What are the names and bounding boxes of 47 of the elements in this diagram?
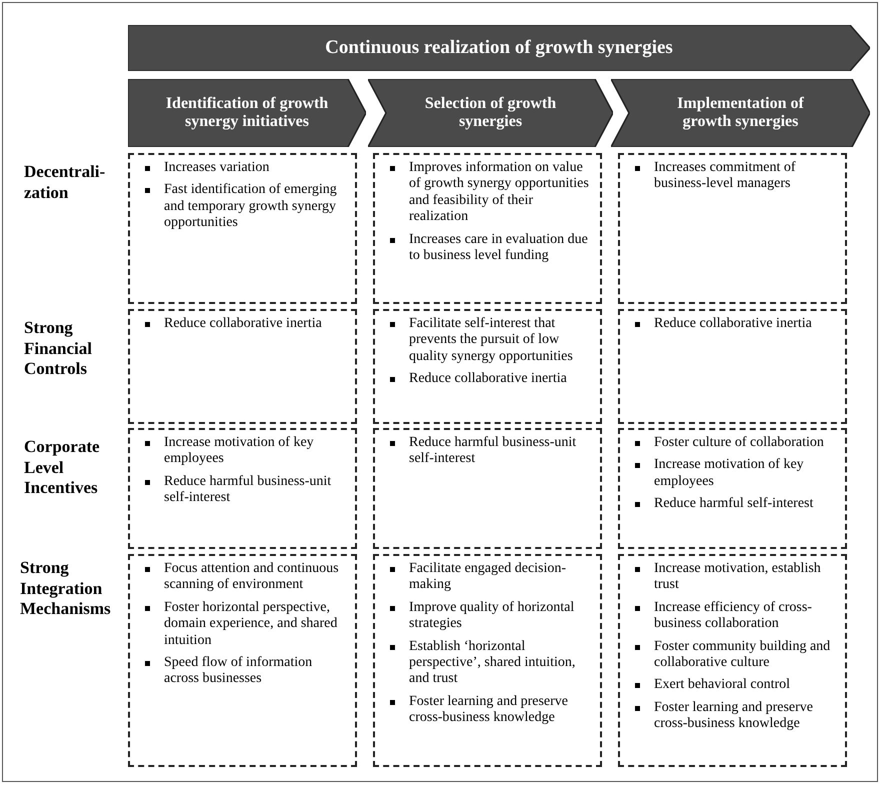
bullet-point: Increase motivation of key employees (138, 435, 349, 468)
bullet-point: Facilitate engaged decision-making (383, 561, 594, 594)
dashed-box (128, 309, 357, 424)
dashed-box (373, 153, 602, 304)
bullet-point: Exert behavioral control (628, 677, 839, 694)
bullet-point: Reduce harmful self-interest (628, 496, 839, 512)
bullet-point: Improves information on value of growth synergy opportunities and feasibility of their realization (383, 160, 594, 226)
dashed-box (618, 554, 847, 767)
dashed-box (373, 309, 602, 424)
dashed-box (128, 554, 357, 767)
bullet-point: Foster horizontal perspective, domain experience, and shared intuition (138, 600, 349, 649)
phase-title: Selection of growth synergies (424, 95, 558, 131)
dashed-box (128, 428, 357, 549)
bullet-point: Increase efficiency of cross-business collaboration (628, 600, 839, 632)
bullet-point: Increases variation (138, 160, 349, 176)
bullet-point: Fast identification of emerging and temporary growth synergy opportunities (138, 182, 349, 232)
row-heading: Strong Financial Controls (24, 318, 94, 380)
row-heading: Strong Integration Mechanisms (20, 558, 112, 620)
bullet-point: Focus attention and continuous scanning of environment (138, 561, 349, 594)
banner-title: Continuous realization of growth synergies (324, 38, 674, 58)
phase-title: Implementation of growth synergies (676, 95, 805, 131)
dashed-box (373, 554, 602, 767)
bullet-point: Establish ‘horizontal perspective’, shared intuition, and trust (383, 638, 594, 688)
bullet-point: Reduce collaborative inertia (383, 371, 594, 388)
dashed-box (373, 428, 602, 549)
dashed-box (618, 428, 847, 549)
bullet-point: Increase motivation, establish trust (628, 561, 839, 594)
bullet-point: Increase motivation of key employees (628, 457, 839, 490)
phase-title: Identification of growth synergy initiatives (164, 95, 330, 131)
bullet-point: Improve quality of horizontal strategies (383, 600, 594, 632)
bullet-point: Foster culture of collaboration (628, 435, 839, 452)
row-heading: Corporate Level Incentives (24, 437, 101, 500)
bullet-point: Reduce harmful business-unit self-interest (383, 435, 594, 468)
bullet-point: Increases care in evaluation due to business level funding (383, 232, 594, 264)
row-heading: Decentrali-zation (24, 162, 106, 204)
bullet-point: Facilitate self-interest that prevents the pursuit of low quality synergy opportunities (383, 316, 594, 366)
bullet-point: Foster learning and preserve cross-business knowledge (628, 700, 839, 732)
bullet-point: Reduce harmful business-unit self-interest (138, 474, 349, 506)
bullet-point: Reduce collaborative inertia (138, 316, 349, 332)
dashed-box (618, 153, 847, 304)
bullet-point: Reduce collaborative inertia (628, 316, 839, 332)
bullet-point: Increases commitment of business-level managers (628, 160, 839, 193)
dashed-box (128, 153, 357, 304)
dashed-box (618, 309, 847, 424)
bullet-point: Speed flow of information across businesses (138, 654, 349, 688)
bullet-point: Foster community building and collaborative culture (628, 638, 839, 672)
bullet-point: Foster learning and preserve cross-business knowledge (383, 694, 594, 726)
